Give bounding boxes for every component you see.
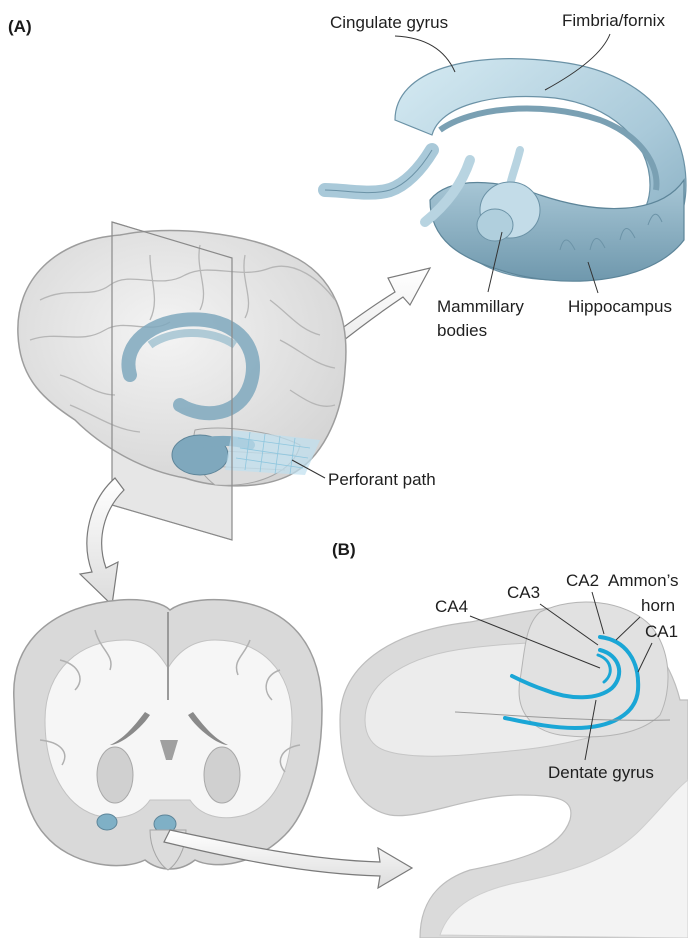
- limbic-system-illustration: [325, 59, 686, 282]
- label-ca1: CA1: [645, 622, 678, 641]
- label-fimbria-fornix: Fimbria/fornix: [562, 11, 665, 30]
- label-ca3: CA3: [507, 583, 540, 602]
- panel-label-a: (A): [8, 17, 32, 36]
- whole-brain-illustration: [18, 222, 346, 540]
- arrow-to-coronal: [80, 478, 124, 605]
- label-perforant-path: Perforant path: [328, 470, 436, 489]
- label-ammons-horn-1: Ammon’s: [608, 571, 679, 590]
- label-dentate-gyrus: Dentate gyrus: [548, 763, 654, 782]
- label-ca2: CA2: [566, 571, 599, 590]
- coronal-section-illustration: [14, 600, 322, 870]
- panel-label-b: (B): [332, 540, 356, 559]
- label-ca4: CA4: [435, 597, 468, 616]
- label-mammillary-1: Mammillary: [437, 297, 524, 316]
- label-cingulate-gyrus: Cingulate gyrus: [330, 13, 448, 32]
- label-hippocampus: Hippocampus: [568, 297, 672, 316]
- label-ammons-horn-2: horn: [641, 596, 675, 615]
- label-mammillary-2: bodies: [437, 321, 487, 340]
